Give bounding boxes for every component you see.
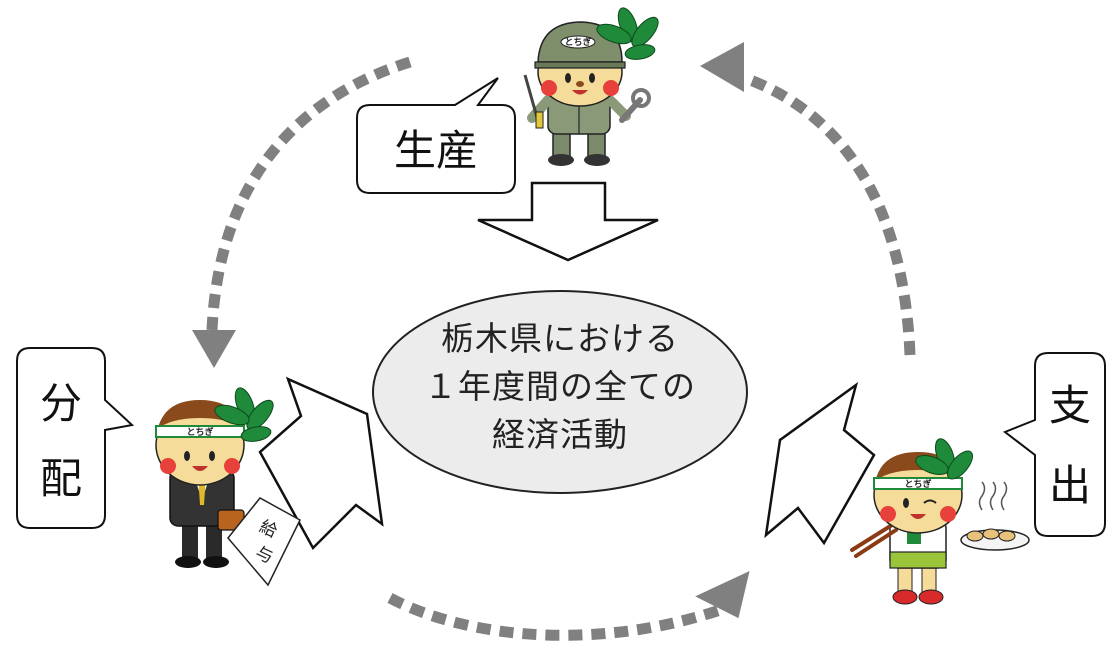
leaf-icon — [214, 387, 274, 442]
mascot-cap-label-worker: とちぎ — [564, 36, 591, 48]
speech-bubble-distribution: 分 配 — [16, 347, 135, 529]
bubble-label-distribution-1: 分 — [40, 379, 82, 428]
mascot-office-worker: 給 与 とちぎ — [155, 387, 301, 587]
mascot-diner: とちぎ — [850, 438, 1030, 605]
bubble-label-distribution-2: 配 — [40, 454, 82, 503]
envelope-label-1: 給 — [256, 517, 280, 542]
speech-bubble-expenditure: 支 出 — [1002, 352, 1106, 537]
center-ellipse: 栃木県における １年度間の全ての 経済活動 — [372, 290, 748, 494]
hollow-arrow-left — [258, 376, 384, 551]
bubble-label-production: 生産 — [394, 126, 478, 175]
hollow-arrow-right — [764, 381, 876, 546]
mascot-headband-label-office: とちぎ — [186, 426, 213, 438]
center-text-line2: １年度間の全ての — [424, 367, 696, 406]
center-text-line3: 経済活動 — [492, 415, 628, 454]
dotted-arrow-distribution-to-expenditure — [387, 571, 750, 641]
bubble-label-expenditure-2: 出 — [1049, 461, 1091, 510]
mascot-worker: とちぎ — [523, 7, 659, 166]
envelope-label-2: 与 — [252, 543, 276, 568]
dotted-arrow-production-to-distribution — [192, 56, 412, 368]
speech-bubble-production: 生産 — [356, 77, 516, 194]
center-text-line1: 栃木県における — [441, 319, 679, 358]
leaf-icon — [596, 7, 659, 60]
salary-envelope: 給 与 — [227, 497, 301, 587]
dotted-arrow-expenditure-to-production — [700, 42, 916, 356]
mascot-headband-label-diner: とちぎ — [904, 478, 931, 490]
hollow-arrow-down — [477, 181, 659, 262]
leaf-icon — [915, 438, 974, 480]
bubble-label-expenditure-1: 支 — [1049, 381, 1091, 430]
